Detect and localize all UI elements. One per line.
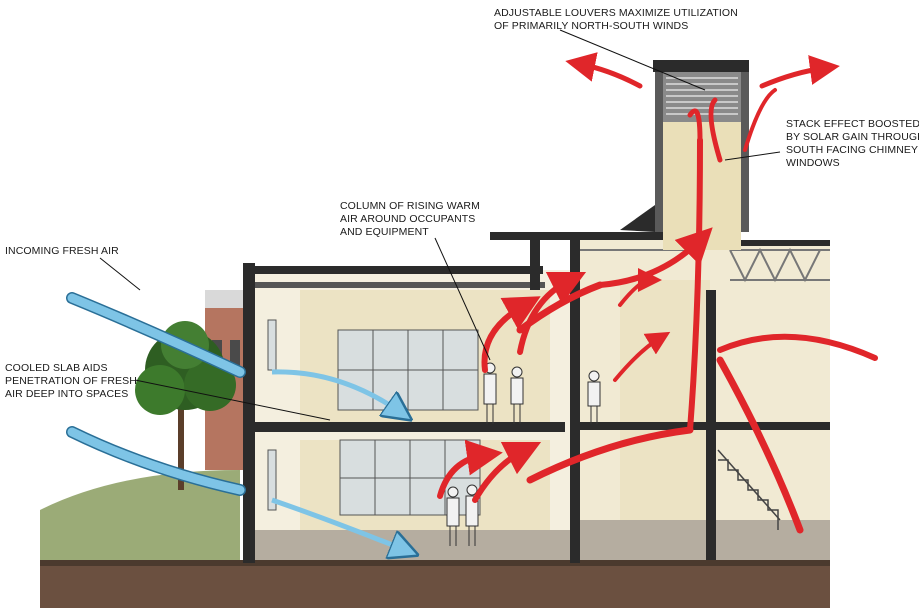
annotation-line: WINDOWS <box>786 157 840 169</box>
occupants <box>446 362 601 546</box>
louvers <box>666 77 738 115</box>
annotation-line: BY SOLAR GAIN THROUGH <box>786 131 919 143</box>
warm-air-arrow <box>481 296 541 373</box>
fresh-air-arrow-interior-upper <box>271 369 400 412</box>
ground <box>40 470 830 608</box>
structure <box>243 232 830 563</box>
warm-air-arrow <box>708 97 723 163</box>
annotation-line: AIR AROUND OCCUPANTS <box>340 213 476 225</box>
cooled-slab-annotation: COOLED SLAB AIDS PENETRATION OF FRESH AI… <box>5 362 137 401</box>
annotation-line: STACK EFFECT BOOSTED <box>786 118 919 130</box>
rising-air-annotation: COLUMN OF RISING WARM AIR AROUND OCCUPAN… <box>340 200 480 239</box>
louvers-annotation: ADJUSTABLE LOUVERS MAXIMIZE UTILIZATION … <box>494 7 738 33</box>
warm-air-arrow <box>565 52 643 89</box>
warm-air-arrow <box>743 88 777 152</box>
warm-air-arrows <box>437 52 878 534</box>
warm-air-arrow <box>687 108 703 143</box>
warm-air-arrow <box>618 268 662 307</box>
warm-air-arrow <box>437 439 503 499</box>
fresh-air-annotation: INCOMING FRESH AIR <box>5 245 119 258</box>
annotation-line: OF PRIMARILY NORTH-SOUTH WINDS <box>494 20 689 32</box>
stack-effect-annotation: STACK EFFECT BOOSTED BY SOLAR GAIN THROU… <box>786 118 919 170</box>
annotation-line: SOUTH FACING CHIMNEY <box>786 144 919 156</box>
warm-air-arrow <box>613 331 671 382</box>
annotation-line: AIR DEEP INTO SPACES <box>5 388 129 400</box>
warm-air-arrow <box>472 441 542 503</box>
warm-air-arrow <box>717 333 878 361</box>
tree <box>135 321 236 490</box>
annotation-line: AND EQUIPMENT <box>340 226 429 238</box>
annotation-line: ADJUSTABLE LOUVERS MAXIMIZE UTILIZATION <box>494 7 738 19</box>
warm-air-arrow <box>526 426 694 484</box>
annotation-line: INCOMING FRESH AIR <box>5 245 119 257</box>
fresh-air-arrow-interior-lower <box>271 497 405 550</box>
warm-air-arrow <box>516 281 604 334</box>
warm-air-arrow <box>687 137 703 433</box>
annotation-line: COLUMN OF RISING WARM <box>340 200 480 212</box>
solar-chimney <box>620 60 749 250</box>
warm-air-arrow <box>517 271 587 355</box>
fresh-air-arrows <box>66 292 405 550</box>
leader-lines <box>99 29 781 421</box>
staircase <box>717 449 781 530</box>
warm-air-arrow <box>716 356 804 534</box>
warm-air-arrow <box>597 227 713 288</box>
annotation-line: PENETRATION OF FRESH <box>5 375 137 387</box>
annotation-line: COOLED SLAB AIDS <box>5 362 108 374</box>
warm-air-arrow <box>759 55 840 89</box>
